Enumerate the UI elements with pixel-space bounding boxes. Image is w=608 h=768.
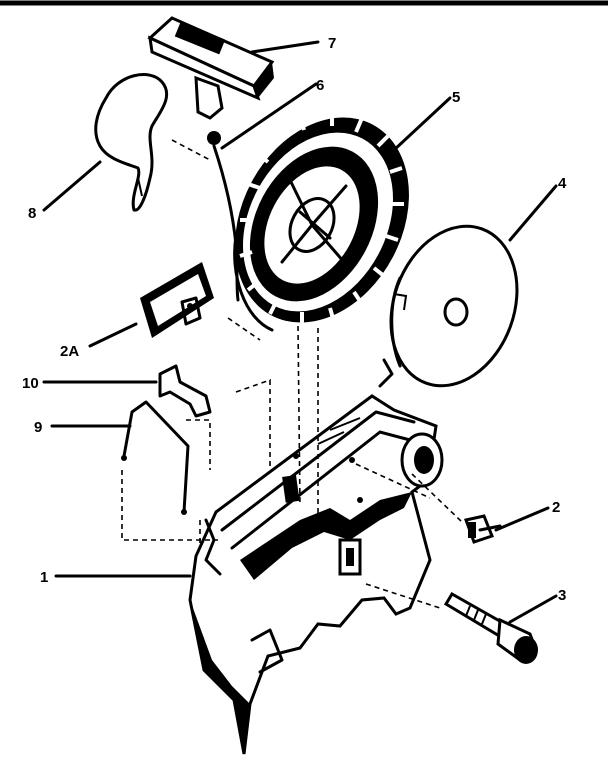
callout-labels: 7 6 5 4 8 2A 10 9 1 2 3	[22, 35, 567, 604]
callout-leaders	[42, 40, 558, 624]
callout-5: 5	[452, 89, 460, 106]
part-9-spring	[121, 400, 190, 515]
callout-9: 9	[34, 419, 42, 436]
part-1-starter-housing	[188, 394, 444, 755]
part-7-starter-handle	[147, 16, 275, 145]
callout-3: 3	[558, 587, 566, 604]
part-8-rope-guide	[94, 73, 169, 212]
part-10-pawl	[158, 364, 212, 418]
part-3-shoulder-bolt	[443, 591, 538, 664]
callout-2: 2	[552, 499, 560, 516]
assembly-lines	[121, 139, 463, 609]
part-6-starter-rope	[212, 144, 240, 302]
callout-6: 6	[316, 77, 324, 94]
callout-8: 8	[28, 205, 36, 222]
part-2a-pawl-plate	[140, 262, 214, 338]
callout-2a: 2A	[60, 343, 79, 360]
part-2-retainer	[464, 514, 502, 544]
callout-4: 4	[558, 175, 567, 192]
callout-1: 1	[40, 569, 48, 586]
part-5-pulley	[233, 112, 409, 332]
callout-10: 10	[22, 375, 39, 392]
callout-7: 7	[328, 35, 336, 52]
part-4-spring-cup	[378, 224, 519, 388]
